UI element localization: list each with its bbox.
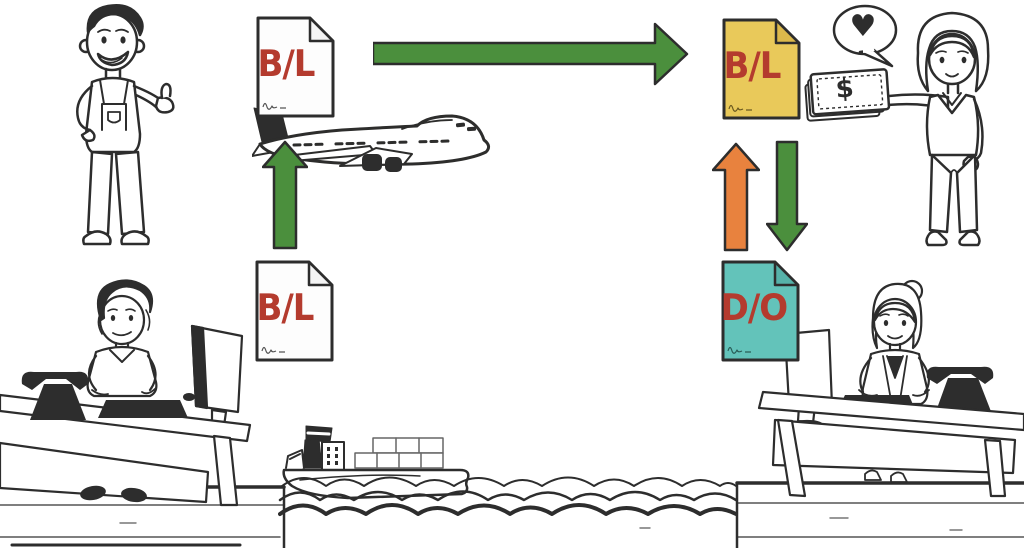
hair [86,4,144,37]
document-do-consignee: D/O [719,259,801,363]
signature-squiggle [262,102,286,110]
desk-leg-left [776,418,807,498]
heart-speech-bubble: ♥ [830,3,904,69]
heart-icon: ♥ [849,9,877,44]
mouse [183,393,195,401]
document-bl-shipper-bottom: B/L [253,259,335,363]
airplane-illustration [252,104,500,186]
orange-arrow-up [712,142,760,252]
exporter-figure [50,2,180,264]
keyboard [98,400,188,418]
bridge-windows [327,447,338,465]
signature-squiggle [727,346,751,354]
green-arrow-up [262,140,308,250]
dock-ground [0,468,1024,548]
document-label: B/L [256,286,314,330]
document-label: B/L [723,44,781,88]
importer-figure [800,5,1020,257]
shirt [86,345,158,398]
fringe [928,34,976,59]
document-label: D/O [720,286,789,330]
hair [96,279,154,322]
document-bl-consignee: B/L [720,17,802,121]
telephone [926,366,994,414]
green-arrow-right [373,22,689,86]
document-label: B/L [257,42,315,86]
cargo-ship-illustration [278,422,740,534]
shipper-desk-scene [0,278,270,510]
engines [362,154,402,172]
cockpit-windows [455,122,477,132]
green-arrow-down [766,140,808,252]
dollar-sign: $ [834,73,855,105]
document-bl-shipper-top: B/L [254,15,336,119]
office-man-head [98,294,146,346]
telephone [21,371,89,420]
thumbs-up-hand [154,96,175,114]
signature-squiggle [728,104,752,112]
shoes [864,469,908,483]
window-row [292,139,452,147]
fringe [873,301,917,324]
desk-leg-right [983,438,1007,498]
desk-leg [212,434,239,507]
desk-top [757,390,1024,432]
desk-panel [771,418,1017,475]
consignee-desk-scene [735,278,1024,510]
shoes [80,485,147,503]
desk-panel [0,441,210,504]
signature-squiggle [261,346,285,354]
money-bills: $ [802,63,892,125]
hair [916,11,990,93]
containers [354,437,444,469]
